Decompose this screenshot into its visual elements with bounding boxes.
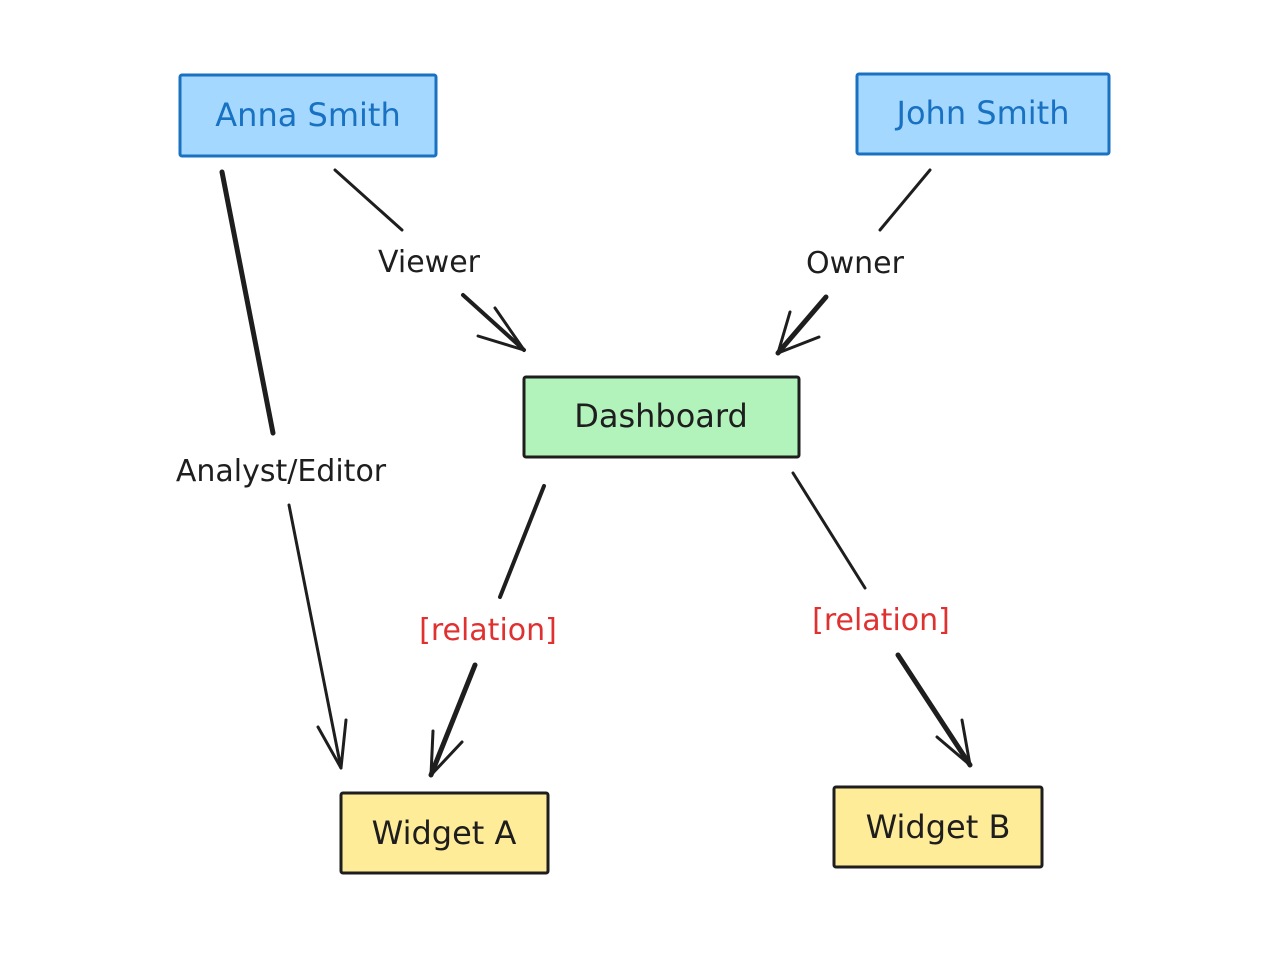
node-anna-smith-label: Anna Smith [215, 96, 400, 134]
edge-anna-to-widget-a [219, 169, 348, 770]
node-anna-smith[interactable]: Anna Smith [178, 73, 438, 158]
node-widget-b[interactable]: Widget B [832, 785, 1044, 869]
edges [219, 168, 973, 778]
node-dashboard[interactable]: Dashboard [522, 375, 801, 459]
edge-dashboard-to-widget-b [791, 471, 973, 768]
arrowhead-owner [776, 310, 821, 355]
node-widget-a[interactable]: Widget A [339, 791, 550, 875]
edge-label-relation-b: [relation] [812, 603, 950, 638]
edge-label-analyst-editor: Analyst/Editor [176, 454, 387, 489]
node-widget-b-label: Widget B [866, 808, 1011, 846]
edge-john-to-dashboard [775, 168, 932, 356]
node-john-smith-label: John Smith [895, 94, 1070, 132]
arrowhead-viewer [476, 306, 526, 352]
edge-label-owner: Owner [806, 246, 905, 281]
arrowhead-relation-a [429, 729, 464, 777]
node-john-smith[interactable]: John Smith [855, 72, 1111, 156]
arrowhead-analyst-editor [316, 718, 348, 770]
node-dashboard-label: Dashboard [574, 397, 748, 435]
edge-label-viewer: Viewer [378, 245, 481, 280]
edge-anna-to-dashboard [333, 168, 526, 352]
node-widget-a-label: Widget A [372, 814, 517, 852]
arrowhead-relation-b [935, 718, 972, 767]
edge-dashboard-to-widget-a [428, 484, 546, 778]
edge-label-relation-a: [relation] [419, 613, 557, 648]
